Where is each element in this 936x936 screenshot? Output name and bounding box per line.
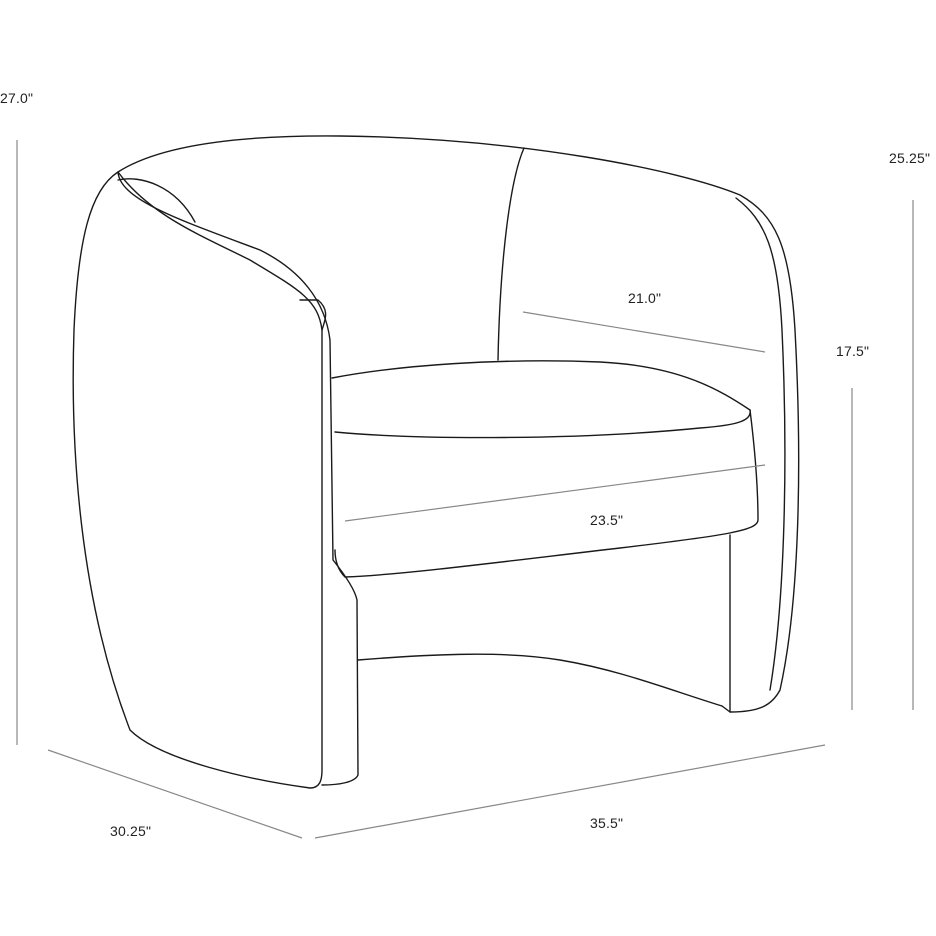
label-seat-height: 17.5" — [836, 343, 870, 359]
base — [357, 653, 723, 707]
label-overall-height: 27.0" — [0, 90, 34, 106]
dim-line-overall-width — [314, 744, 826, 839]
label-seat-width: 23.5" — [590, 512, 624, 528]
backrest — [117, 135, 800, 713]
label-overall-depth: 30.25" — [110, 823, 152, 839]
label-back-height: 25.25" — [889, 150, 931, 166]
dim-line-overall-depth — [47, 749, 303, 839]
dimension-lines — [16, 140, 914, 839]
dim-line-inner-depth — [522, 311, 766, 353]
label-overall-width: 35.5" — [590, 815, 624, 831]
chair-outline — [72, 135, 800, 789]
label-inner-depth: 21.0" — [628, 290, 662, 306]
left-arm — [72, 171, 323, 789]
seat-cushion — [331, 360, 751, 439]
dim-line-seat-width — [344, 464, 766, 522]
